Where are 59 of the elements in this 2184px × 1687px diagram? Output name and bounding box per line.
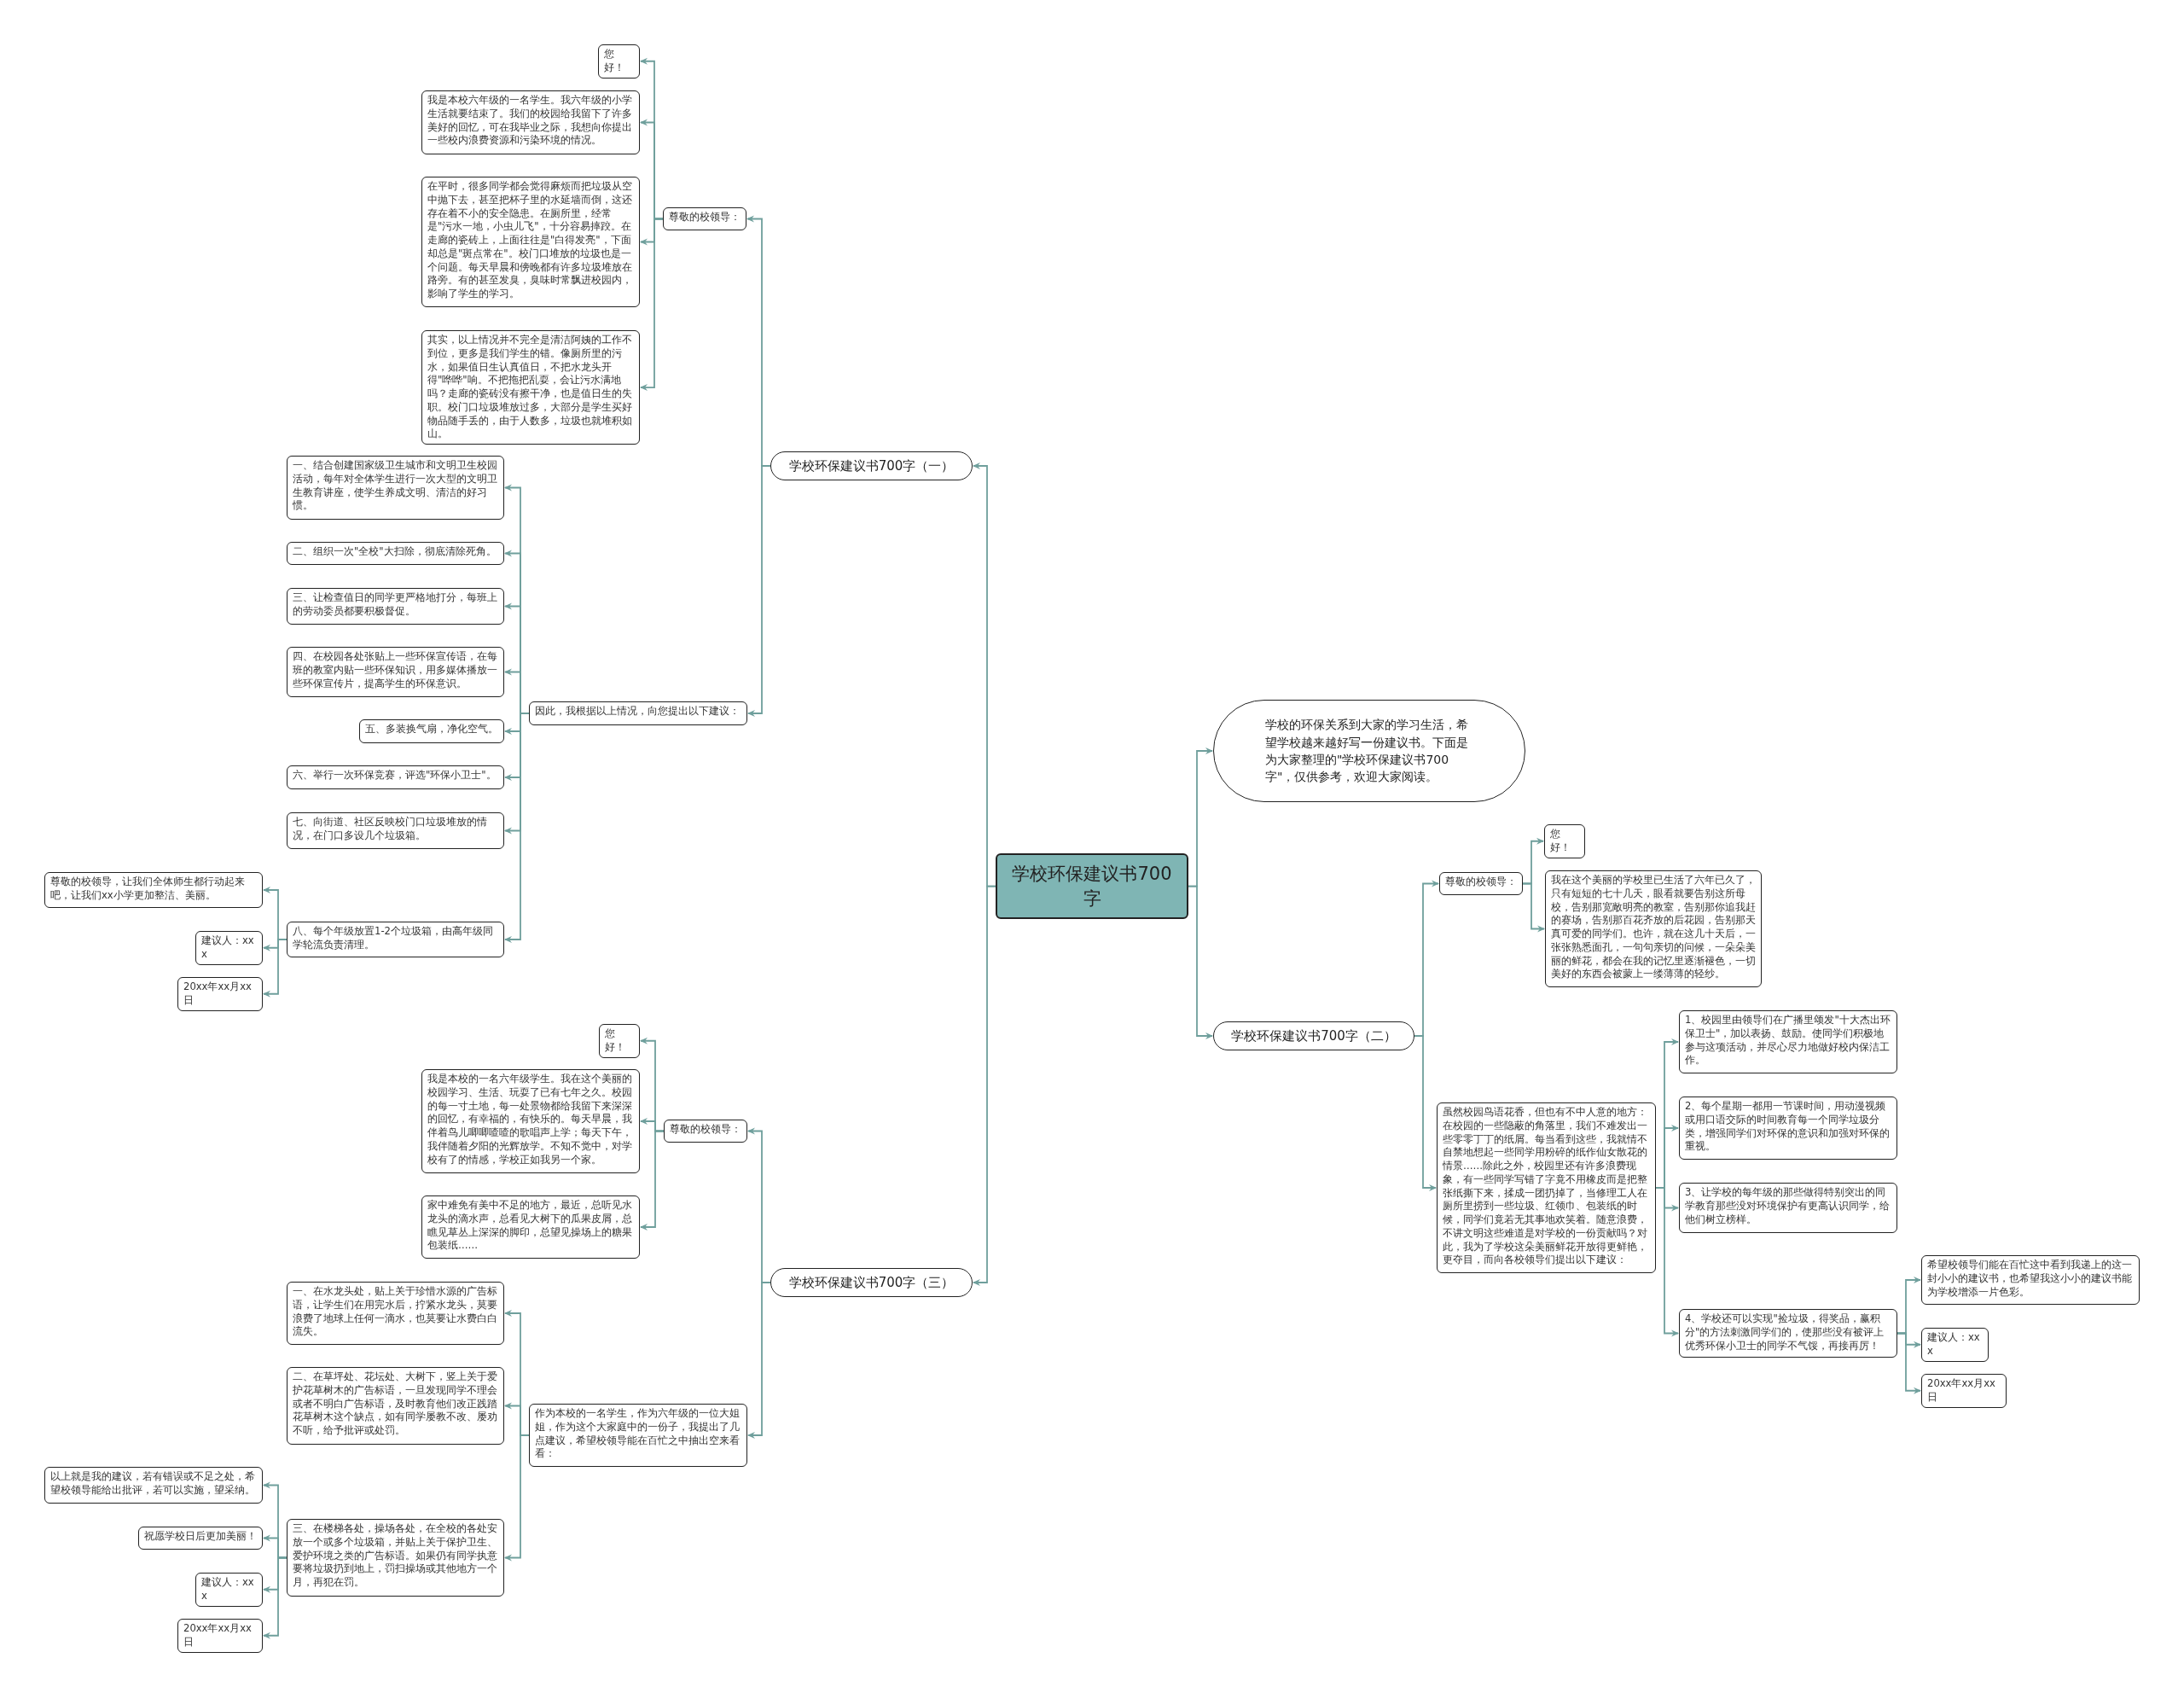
- connector-arrow: [747, 1282, 771, 1439]
- text-box: 在平时，很多同学都会觉得麻烦而把垃圾从空中抛下去，甚至把杯子里的水延墙而倒，这还存在着不小的安全隐患。在厕所里，经常是"污水一地，小虫儿飞"，十分容易摔跤。在走廊的瓷砖上，上面往往是"白得发亮"，下面却总是"斑点常在"。校门口堆放的垃圾也是一个问题。每天早晨和傍晚都有许多垃圾堆放在路旁。有的甚至发臭，臭味时常飘进校园内，影响了学生的学习。: [421, 177, 640, 307]
- text-box: 20xx年xx月xx日: [1921, 1374, 2007, 1408]
- text-box: 我是本校六年级的一名学生。我六年级的小学生活就要结束了。我们的校园给我留下了许多美好的回忆，可在我毕业之际，我想向你提出一些校内浪费资源和污染环境的情况。: [421, 90, 640, 154]
- text-box: 八、每个年级放置1-2个垃圾箱，由高年级同学轮流负责清理。: [287, 922, 504, 957]
- text-box: 建议人：xxx: [195, 1573, 263, 1607]
- text-box: 建议人：xxx: [195, 931, 263, 965]
- connector-arrow: [1896, 1332, 1921, 1394]
- connector-arrow: [1188, 885, 1213, 1039]
- connector-arrow: [504, 713, 530, 943]
- text-box: 三、让检查值日的同学更严格地打分，每班上的劳动委员都要积极督促。: [287, 588, 504, 625]
- connector-arrow: [1414, 1035, 1437, 1191]
- text-box: 祝愿学校日后更加美丽！: [138, 1527, 263, 1550]
- connector-arrow: [973, 885, 996, 1286]
- branch-topic: 学校环保建议书700字（三）: [770, 1268, 973, 1297]
- text-box: 我在这个美丽的学校里已生活了六年已久了，只有短短的七十几天，眼看就要告别这所母校，告别那宽敞明亮的教室，告别那你追我赶的赛场，告别那百花齐放的后花园，告别那天真可爱的同学们。也许，就在这几十天后，一张张熟悉面孔，一句句亲切的问候，一朵朵美丽的鲜花，都会在我的记忆里逐渐褪色，一切美好的东西会被蒙上一缕薄薄的轻纱。: [1545, 870, 1762, 987]
- text-box: 2、每个星期一都用一节课时间，用动漫视频或用口语交际的时间教育每一个同学垃圾分类，增强同学们对环保的意识和加强对环保的重视。: [1679, 1097, 1897, 1160]
- text-box: 1、校园里由领导们在广播里颂发"十大杰出环保卫士"，加以表扬、鼓励。使同学们积极地参与这项活动，并尽心尽力地做好校内保洁工作。: [1679, 1010, 1897, 1073]
- text-box: 您好！: [1544, 824, 1585, 858]
- text-box: 尊敬的校领导：: [1439, 872, 1523, 895]
- connector-arrow: [263, 1556, 288, 1639]
- text-box: 以上就是我的建议，若有错误或不足之处，希望校领导能给出批评，若可以实施，望采纳。: [44, 1467, 263, 1504]
- branch-topic: 学校环保建议书700字（一）: [770, 451, 973, 480]
- text-box: 二、组织一次"全校"大扫除，彻底清除死角。: [287, 542, 504, 565]
- text-box: 作为本校的一名学生，作为六年级的一位大姐姐，作为这个大家庭中的一份子，我提出了几点建议，希望校领导能在百忙之中抽出空来看看：: [529, 1404, 747, 1467]
- text-box: 五、多装换气扇，净化空气。: [359, 719, 504, 743]
- text-box: 二、在草坪处、花坛处、大树下，竖上关于爱护花草树木的广告标语，一旦发现同学不理会或者不明白广告标语，及时教育他们改正践踏花草树木这个缺点，如有同学屡教不改、屡劝不听，给予批评或处罚。: [287, 1367, 504, 1445]
- text-box: 六、举行一次环保竞赛，评选"环保小卫士"。: [287, 765, 504, 789]
- text-box: 三、在楼梯各处，操场各处，在全校的各处安放一个或多个垃圾箱，并贴上关于保护卫生、爱护环境之类的广告标语。如果仍有同学执意要将垃圾扔到地上，罚扫操场或其他地方一个月，再犯在罚。: [287, 1519, 504, 1597]
- text-box: 20xx年xx月xx日: [177, 1619, 263, 1653]
- text-box: 我是本校的一名六年级学生。我在这个美丽的校园学习、生活、玩耍了已有七年之久。校园的每一寸土地，每一处景物都给我留下来深深的回忆，有幸福的，有快乐的。每天早晨，我伴着鸟儿唧唧喳喳的歌唱声上学；每天下午，我伴随着夕阳的光辉放学。不知不觉中，对学校有了的情感，学校正如我另一个家。: [421, 1069, 640, 1173]
- text-box: 因此，我根据以上情况，向您提出以下建议：: [529, 701, 747, 725]
- text-box: 3、让学校的每年级的那些做得特别突出的同学教育那些没对环境保护有更高认识同学，给他们树立榜样。: [1679, 1183, 1897, 1233]
- text-box: 20xx年xx月xx日: [177, 977, 263, 1011]
- text-box: 四、在校园各处张贴上一些环保宣传语，在每班的教室内贴一些环保知识，用多媒体播放一些环保宣传片，提高学生的环保意识。: [287, 647, 504, 697]
- text-box: 希望校领导们能在百忙这中看到我递上的这一封小小的建议书，也希望我这小小的建议书能为学校增添一片色彩。: [1921, 1255, 2140, 1305]
- connector-arrow: [640, 218, 664, 392]
- text-box: 虽然校园鸟语花香，但也有不中人意的地方：在校园的一些隐蔽的角落里，我们不难发出一些零零丁丁的纸屑。每当看到这些，我就情不自禁地想起一些同学用粉碎的纸作仙女散花的情景……除此之外，校园里还有许多浪费现象，有一些同学写错了字竟不用橡皮而是把整张纸撕下来，揉成一团扔掉了，当修理工人在厕所里捞到一些垃圾、红领巾、包装纸的时候，同学们竟若无其事地欢笑着。随意浪费，不讲文明这些难道是对学校的一份贡献吗？对此，我为了学校这朵美丽鲜花开放得更鲜艳，更夺目，而向各校领导们提出以下建议：: [1437, 1102, 1656, 1273]
- text-box: 您好！: [598, 44, 640, 79]
- text-box: 一、结合创建国家级卫生城市和文明卫生校园活动，每年对全体学生进行一次大型的文明卫生教育讲座，使学生养成文明、清洁的好习惯。: [287, 456, 504, 520]
- connector-arrow: [640, 1130, 665, 1230]
- connector-arrow: [1522, 882, 1545, 933]
- text-box: 尊敬的校领导，让我们全体师生都行动起来吧，让我们xx小学更加整洁、美丽。: [44, 872, 263, 908]
- text-box: 您好！: [599, 1024, 640, 1058]
- connector-arrow: [263, 939, 288, 998]
- text-box: 尊敬的校领导：: [663, 207, 746, 230]
- text-box: 一、在水龙头处，贴上关于珍惜水源的广告标语，让学生们在用完水后，拧紧水龙头，莫要浪费了地球上任何一滴水，也莫要让水费白白流失。: [287, 1282, 504, 1345]
- text-box: 家中难免有美中不足的地方，最近，总听见水龙头的滴水声，总看见大树下的瓜果皮屑，总瞧见草丛上深深的脚印，总望见操场上的糖果包装纸……: [421, 1195, 640, 1259]
- connector-arrow: [1655, 1187, 1679, 1337]
- connector-arrow: [504, 1434, 530, 1562]
- connector-arrow: [747, 465, 771, 717]
- central-topic: 学校环保建议书700字: [996, 853, 1188, 920]
- branch-topic: 学校环保建议书700字（二）: [1213, 1021, 1414, 1050]
- text-box: 建议人：xxx: [1921, 1328, 1989, 1362]
- intro-bubble: 学校的环保关系到大家的学习生活，希望学校越来越好写一份建议书。下面是为大家整理的"学校环保建议书700字"，仅供参考，欢迎大家阅读。: [1213, 700, 1525, 802]
- text-box: 其实，以上情况并不完全是清洁阿姨的工作不到位，更多是我们学生的错。像厕所里的污水，如果值日生认真值日，不把水龙头开得"哗哗"响。不把拖把乱耍，会让污水满地吗？走廊的瓷砖没有擦干净，也是值日生的失职。校门口垃圾堆放过多，大部分是学生买好物品随手丢的，由于人数多，垃圾也就堆积如山。: [421, 330, 640, 445]
- text-box: 七、向街道、社区反映校门口垃圾堆放的情况，在门口多设几个垃圾箱。: [287, 812, 504, 849]
- text-box: 尊敬的校领导：: [664, 1120, 747, 1143]
- text-box: 4、学校还可以实现"捡垃圾，得奖品，赢积分"的方法刺激同学们的，使那些没有被评上优秀环保小卫士的同学不气馁，再接再厉！: [1679, 1309, 1897, 1358]
